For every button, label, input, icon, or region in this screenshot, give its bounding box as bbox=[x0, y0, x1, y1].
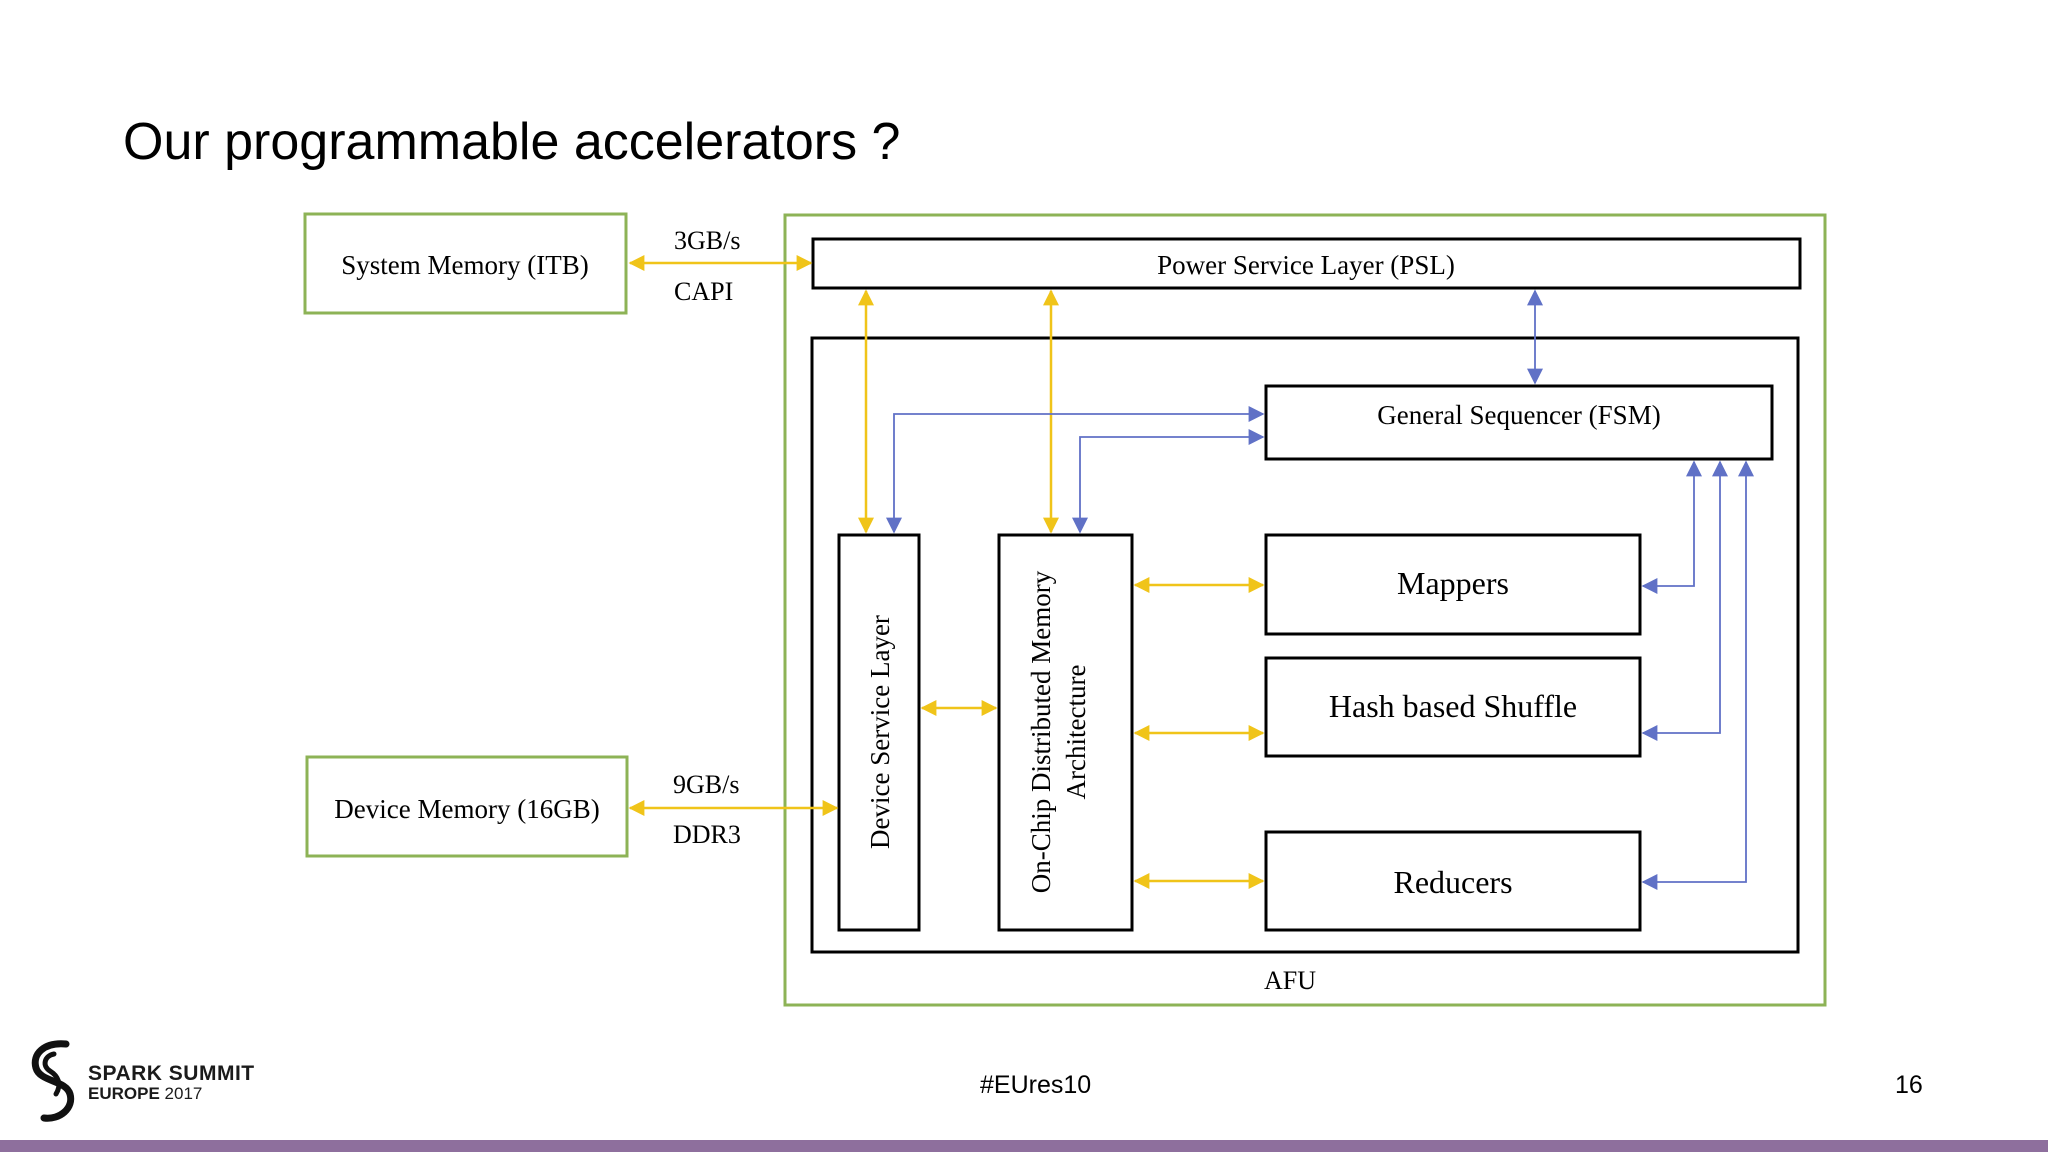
device-memory-label: Device Memory (16GB) bbox=[334, 794, 599, 824]
onchip-memory-box bbox=[997, 533, 1134, 932]
afu-outer-box bbox=[783, 213, 1827, 1007]
sequencer-shuffle-arrow bbox=[1641, 460, 1728, 741]
device-memory-box bbox=[305, 755, 629, 858]
device-service-layer-box bbox=[837, 533, 921, 932]
spark-summit-logo: SPARK SUMMIT EUROPE 2017 bbox=[26, 1038, 276, 1128]
sequencer-label: General Sequencer (FSM) bbox=[1377, 400, 1660, 430]
sequencer-onchip-arrow bbox=[1072, 429, 1265, 534]
sequencer-box bbox=[1264, 384, 1774, 461]
logo-text-line2: EUROPE 2017 bbox=[88, 1084, 202, 1104]
footer-bar bbox=[0, 1140, 2048, 1152]
page-number: 16 bbox=[1895, 1071, 1923, 1099]
onchip-memory-label-line2: Architecture bbox=[1061, 665, 1091, 800]
psl-box bbox=[811, 237, 1802, 290]
capi-bandwidth-label: 3GB/s bbox=[674, 226, 740, 255]
logo-region: EUROPE bbox=[88, 1084, 160, 1103]
afu-label: AFU bbox=[1264, 966, 1316, 995]
logo-year: 2017 bbox=[164, 1084, 203, 1103]
shuffle-label: Hash based Shuffle bbox=[1329, 688, 1577, 724]
shuffle-box bbox=[1264, 656, 1642, 758]
afu-inner-box bbox=[810, 336, 1800, 954]
mappers-label: Mappers bbox=[1397, 565, 1509, 601]
reducers-label: Reducers bbox=[1393, 864, 1512, 900]
sequencer-reducers-arrow bbox=[1641, 460, 1754, 890]
onchip-memory-label-line1: On-Chip Distributed Memory bbox=[1026, 570, 1056, 893]
hashtag: #EUres10 bbox=[980, 1071, 1092, 1099]
ddr-bandwidth-label: 9GB/s bbox=[673, 770, 739, 799]
ddr-label: DDR3 bbox=[673, 820, 741, 849]
sequencer-dsl-arrow bbox=[886, 406, 1265, 534]
spark-summit-swirl-icon bbox=[31, 1040, 75, 1122]
system-memory-box bbox=[303, 212, 628, 315]
mappers-box bbox=[1264, 533, 1642, 636]
reducers-box bbox=[1264, 830, 1642, 932]
logo-text-line1: SPARK SUMMIT bbox=[88, 1062, 255, 1085]
system-memory-label: System Memory (ITB) bbox=[341, 250, 588, 280]
slide-title: Our programmable accelerators ? bbox=[123, 113, 901, 171]
sequencer-mappers-arrow bbox=[1641, 460, 1702, 594]
data-arrows bbox=[628, 255, 1265, 889]
control-arrows bbox=[886, 289, 1754, 890]
capi-label: CAPI bbox=[674, 277, 733, 306]
psl-label: Power Service Layer (PSL) bbox=[1157, 250, 1455, 280]
device-service-layer-label: Device Service Layer bbox=[865, 615, 895, 849]
